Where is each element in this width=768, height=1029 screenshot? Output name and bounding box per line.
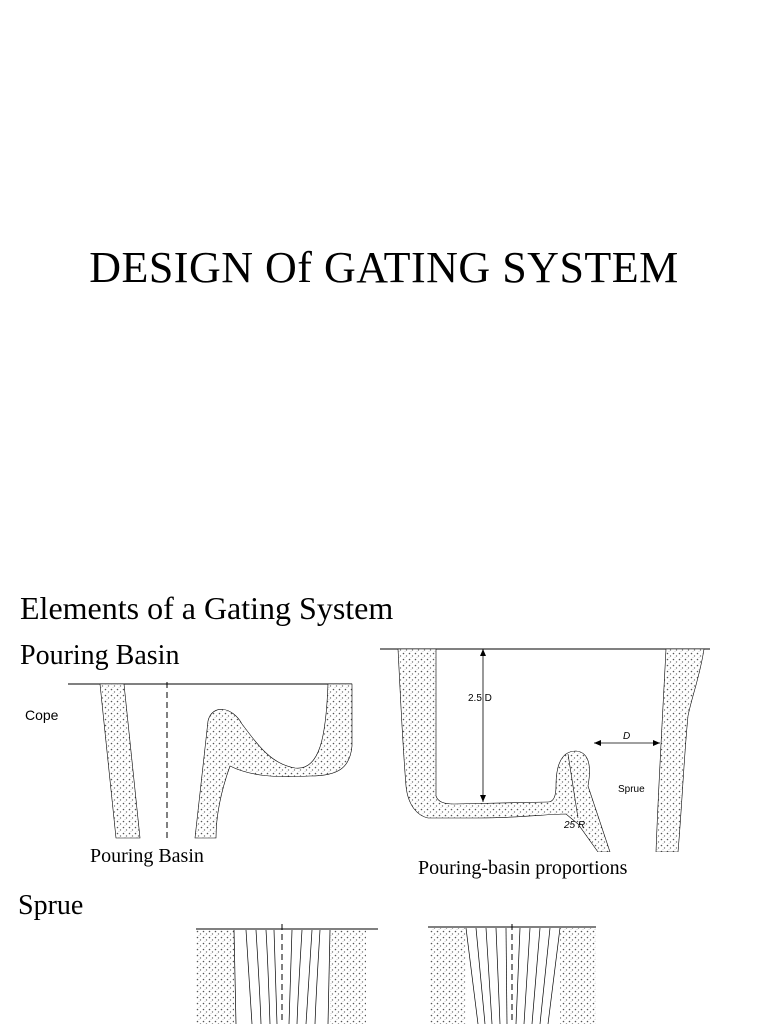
pouring-basin-figure: Cope: [20, 676, 360, 846]
right-sprue-flow-lines: [465, 927, 561, 1025]
basin-sand-body: [194, 683, 353, 839]
proportions-caption: Pouring-basin proportions: [418, 857, 628, 879]
sprue-left-wall: [99, 683, 141, 839]
height-arrow-bottom: [480, 795, 486, 802]
pouring-basin-diagram: Cope: [25, 682, 353, 839]
radius-leader: [567, 753, 579, 819]
pouring-basin-heading: Pouring Basin: [20, 640, 180, 671]
left-sprue-sand-right: [330, 930, 366, 1024]
right-sprue-sand-right: [560, 928, 596, 1024]
sprue-right-wall: [655, 648, 705, 853]
right-sprue-sand-left: [430, 928, 466, 1024]
sprue-label: Sprue: [618, 784, 645, 795]
left-sprue-sand-left: [196, 930, 234, 1024]
section-heading: Elements of a Gating System: [20, 590, 394, 626]
sprue-figure: [196, 924, 606, 1029]
height-label: 2.5 D: [468, 693, 492, 704]
cope-label: Cope: [25, 707, 59, 723]
pouring-basin-caption: Pouring Basin: [90, 845, 204, 867]
width-label: D: [623, 731, 630, 742]
sprue-heading: Sprue: [18, 890, 84, 921]
left-sprue-flow-lines: [233, 929, 331, 1025]
basin-body: [397, 648, 611, 853]
slide-title: DESIGN Of GATING SYSTEM: [89, 243, 679, 292]
height-arrow-top: [480, 649, 486, 656]
proportions-diagram: 2.5 D D Sprue 25 R: [380, 648, 710, 853]
sprue-diagram: [196, 924, 596, 1025]
radius-label: 25 R: [563, 820, 585, 831]
proportions-figure: 2.5 D D Sprue 25 R: [378, 646, 718, 857]
width-arrow-right: [653, 740, 660, 746]
width-arrow-left: [594, 740, 601, 746]
